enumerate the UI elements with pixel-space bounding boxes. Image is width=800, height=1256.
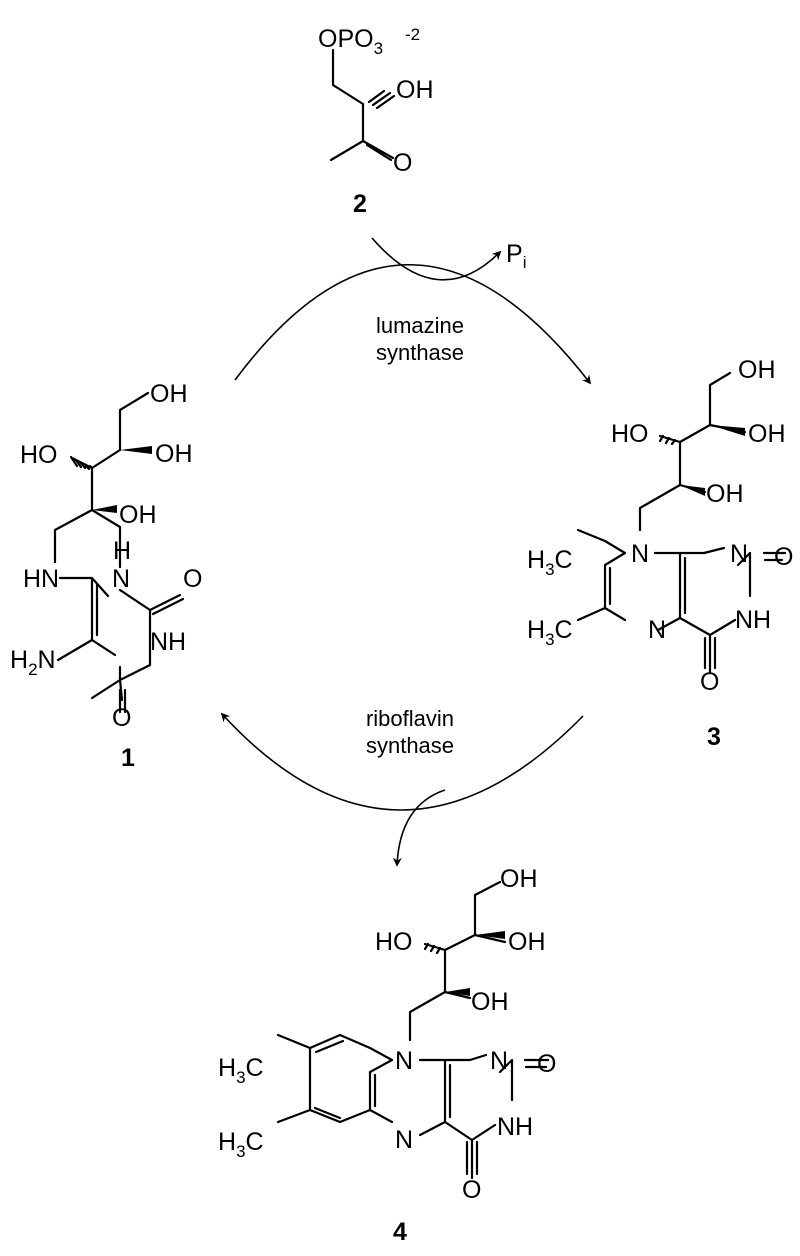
c4-oh-low: OH (471, 988, 509, 1016)
c3-bold-wedge-lower (680, 485, 705, 496)
c3-ho-left: HO (611, 420, 649, 448)
c3-oh-low: OH (706, 480, 744, 508)
compound-2: OPO3​ -2 OH O 2 (318, 25, 434, 218)
c3-n-right: N (730, 540, 748, 568)
c1-hn: HN (23, 565, 59, 593)
enzyme-labels: lumazine synthase riboflavin synthase (366, 313, 464, 758)
c3-o-right: O (774, 543, 793, 571)
c1-oh-mid: OH (155, 440, 193, 468)
compound-2-number: 2 (353, 190, 367, 218)
c4-h3c-top: H3​C (218, 1054, 264, 1087)
c4-oh-top: OH (500, 865, 538, 893)
c1-h2n: H2​N (10, 646, 56, 679)
c3-h3c-top: H3​C (527, 546, 573, 579)
compound-1: OH HO OH OH HN H N O NH H2​N O 1 (10, 380, 202, 772)
lumazine-synthase-arrow (234, 264, 592, 385)
c4-oh-mid: OH (508, 928, 546, 956)
c3-nh: NH (735, 606, 771, 634)
c1-oh-top: OH (150, 380, 188, 408)
c3-oh-mid: OH (748, 420, 786, 448)
c4-bold-wedge-lower (445, 988, 470, 996)
c4-h3c-bottom: H3​C (218, 1128, 264, 1161)
svg-text:Pi: Pi (506, 240, 526, 272)
c4-n10: N (395, 1047, 413, 1075)
c1-nh-right: NH (150, 628, 186, 656)
c3-o-bottom: O (700, 668, 719, 696)
c3-n1: N (631, 540, 649, 568)
riboflavin-label-line2: synthase (366, 733, 454, 758)
c2-o-label: O (393, 149, 412, 177)
c1-oh-low: OH (119, 501, 157, 529)
compound-3-number: 3 (707, 723, 721, 751)
riboflavin-product-arrow (392, 789, 446, 867)
c2-charge-label: -2 (405, 25, 420, 44)
c4-o-right: O (537, 1050, 556, 1078)
lumazine-label-line1: lumazine (376, 313, 464, 338)
c4-o-bottom: O (462, 1176, 481, 1204)
lumazine-label-line2: synthase (376, 340, 464, 365)
compound-3: OH HO OH OH N N O NH N O H3​C H3​C 3 (527, 356, 793, 751)
c1-o-right: O (183, 565, 202, 593)
c3-bold-wedge-upper (710, 425, 745, 436)
c1-bold-wedge-lower (92, 505, 117, 513)
c2-oh-label: OH (396, 76, 434, 104)
c2-opo3-label: OPO3​ (318, 25, 383, 58)
riboflavin-label-line1: riboflavin (366, 706, 454, 731)
c1-bold-wedge-upper (120, 446, 152, 454)
c3-n-bottom: N (648, 616, 666, 644)
c1-ho-left: HO (20, 441, 58, 469)
c1-nh-n: N (112, 565, 130, 593)
c4-nh: NH (497, 1113, 533, 1141)
c4-ho-left: HO (375, 928, 413, 956)
pi-release-arrow (371, 237, 502, 281)
compound-4-number: 4 (393, 1218, 407, 1246)
c3-oh-top: OH (738, 356, 776, 384)
riboflavin-synthase-arrow (220, 712, 584, 811)
c4-n-right: N (490, 1047, 508, 1075)
c1-o-bottom: O (112, 704, 131, 732)
c3-h3c-bottom: H3​C (527, 616, 573, 649)
reaction-arrows (220, 237, 592, 867)
c4-n5: N (395, 1126, 413, 1154)
c4-bold-wedge-upper (475, 931, 505, 939)
c1-nh-h: H (113, 537, 131, 565)
byproduct-pi: Pi (506, 240, 526, 272)
compound-4: OH HO OH OH N N O NH N O H3​C H3​C 4 (218, 865, 556, 1246)
compound-1-number: 1 (121, 744, 135, 772)
